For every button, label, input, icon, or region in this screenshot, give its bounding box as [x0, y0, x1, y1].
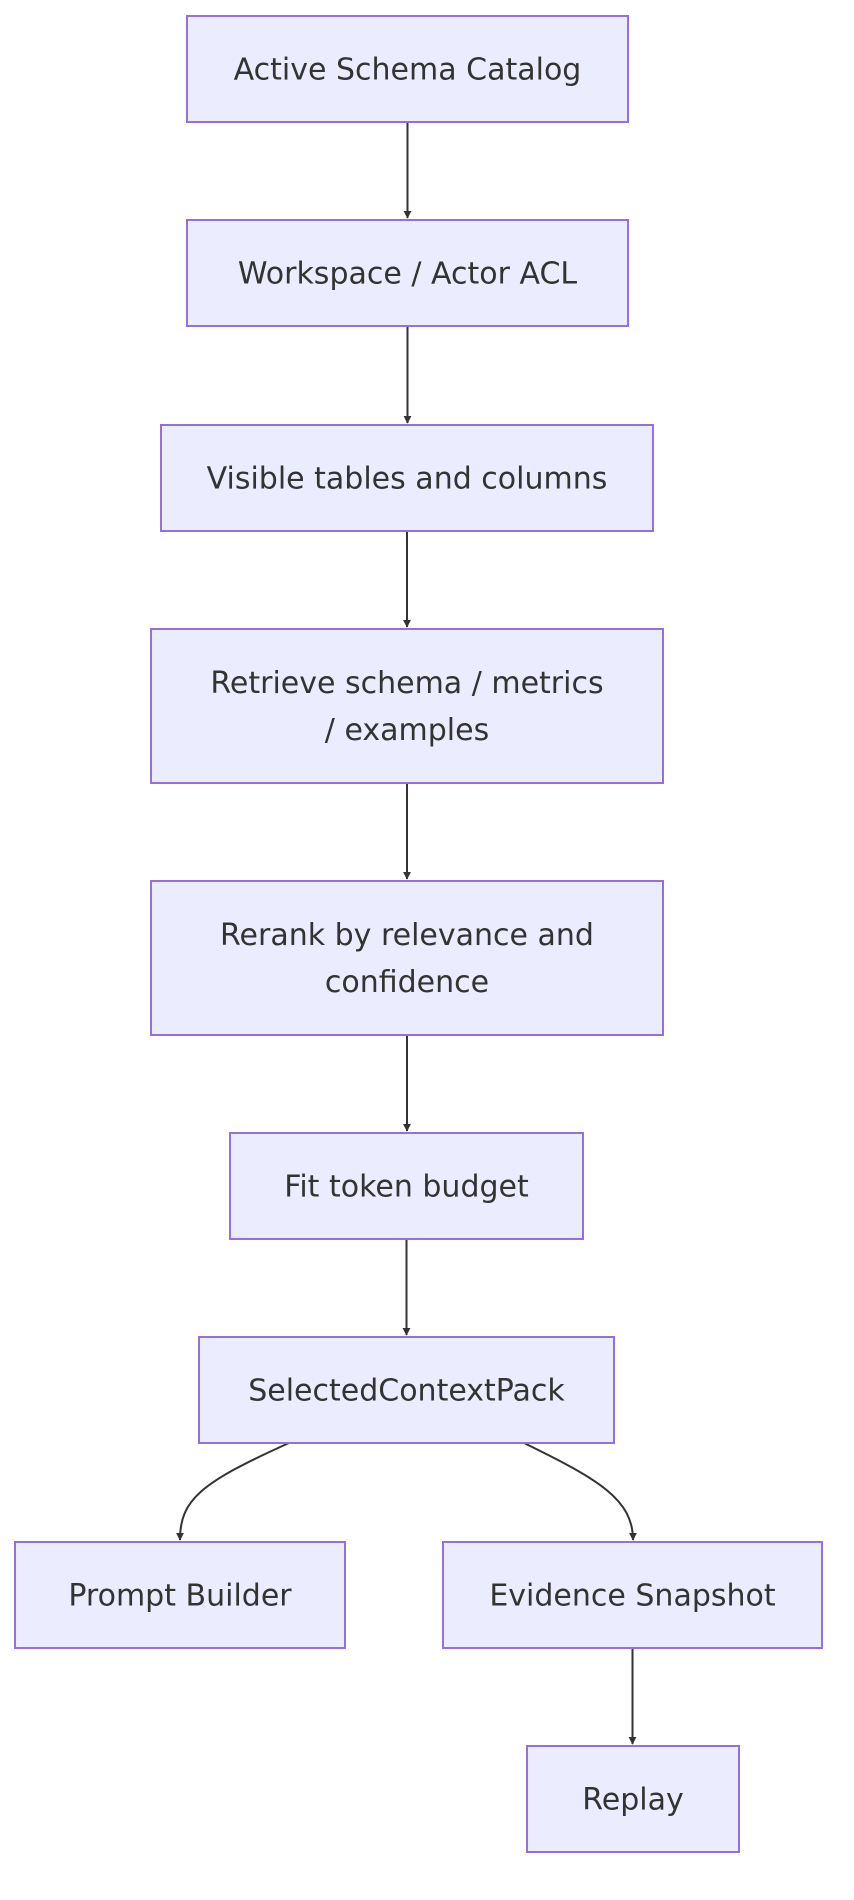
node-label-fit-line-1: Fit token budget [284, 1170, 529, 1205]
node-box-catalog [186, 15, 629, 123]
node-label-rerank-line-1: Rerank by relevance and [220, 918, 594, 953]
node-fit: Fit token budget [229, 1132, 584, 1240]
node-pack: SelectedContextPack [198, 1336, 615, 1444]
node-prompt: Prompt Builder [14, 1541, 346, 1649]
node-replay: Replay [526, 1745, 740, 1853]
node-label-pack-line-1: SelectedContextPack [248, 1374, 565, 1409]
edge-pack-to-evidence [523, 1442, 637, 1541]
node-box-visible [160, 424, 654, 532]
node-box-pack [198, 1336, 615, 1444]
node-box-prompt [14, 1541, 346, 1649]
node-label-visible-line-1: Visible tables and columns [207, 462, 608, 497]
node-label-retrieve-line-1: Retrieve schema / metrics [210, 666, 603, 701]
edge-pack-to-prompt [176, 1442, 290, 1541]
node-acl: Workspace / Actor ACL [186, 219, 629, 327]
node-label-replay-line-1: Replay [582, 1783, 683, 1818]
node-label-retrieve-line-2: / examples [325, 713, 489, 748]
node-catalog: Active Schema Catalog [186, 15, 629, 123]
node-label-rerank-line-2: confidence [325, 965, 489, 1000]
node-label-acl-line-1: Workspace / Actor ACL [238, 257, 578, 292]
node-box-replay [526, 1745, 740, 1853]
node-box-retrieve [150, 628, 664, 784]
node-label-catalog-line-1: Active Schema Catalog [234, 53, 582, 88]
node-box-evidence [442, 1541, 823, 1649]
node-box-rerank [150, 880, 664, 1036]
node-rerank: Rerank by relevance and confidence [150, 880, 664, 1036]
node-label-evidence-line-1: Evidence Snapshot [489, 1579, 776, 1614]
node-evidence: Evidence Snapshot [442, 1541, 823, 1649]
node-retrieve: Retrieve schema / metrics / examples [150, 628, 664, 784]
node-box-fit [229, 1132, 584, 1240]
node-box-acl [186, 219, 629, 327]
node-label-prompt-line-1: Prompt Builder [68, 1579, 292, 1614]
node-visible: Visible tables and columns [160, 424, 654, 532]
edges-layer [176, 122, 637, 1745]
